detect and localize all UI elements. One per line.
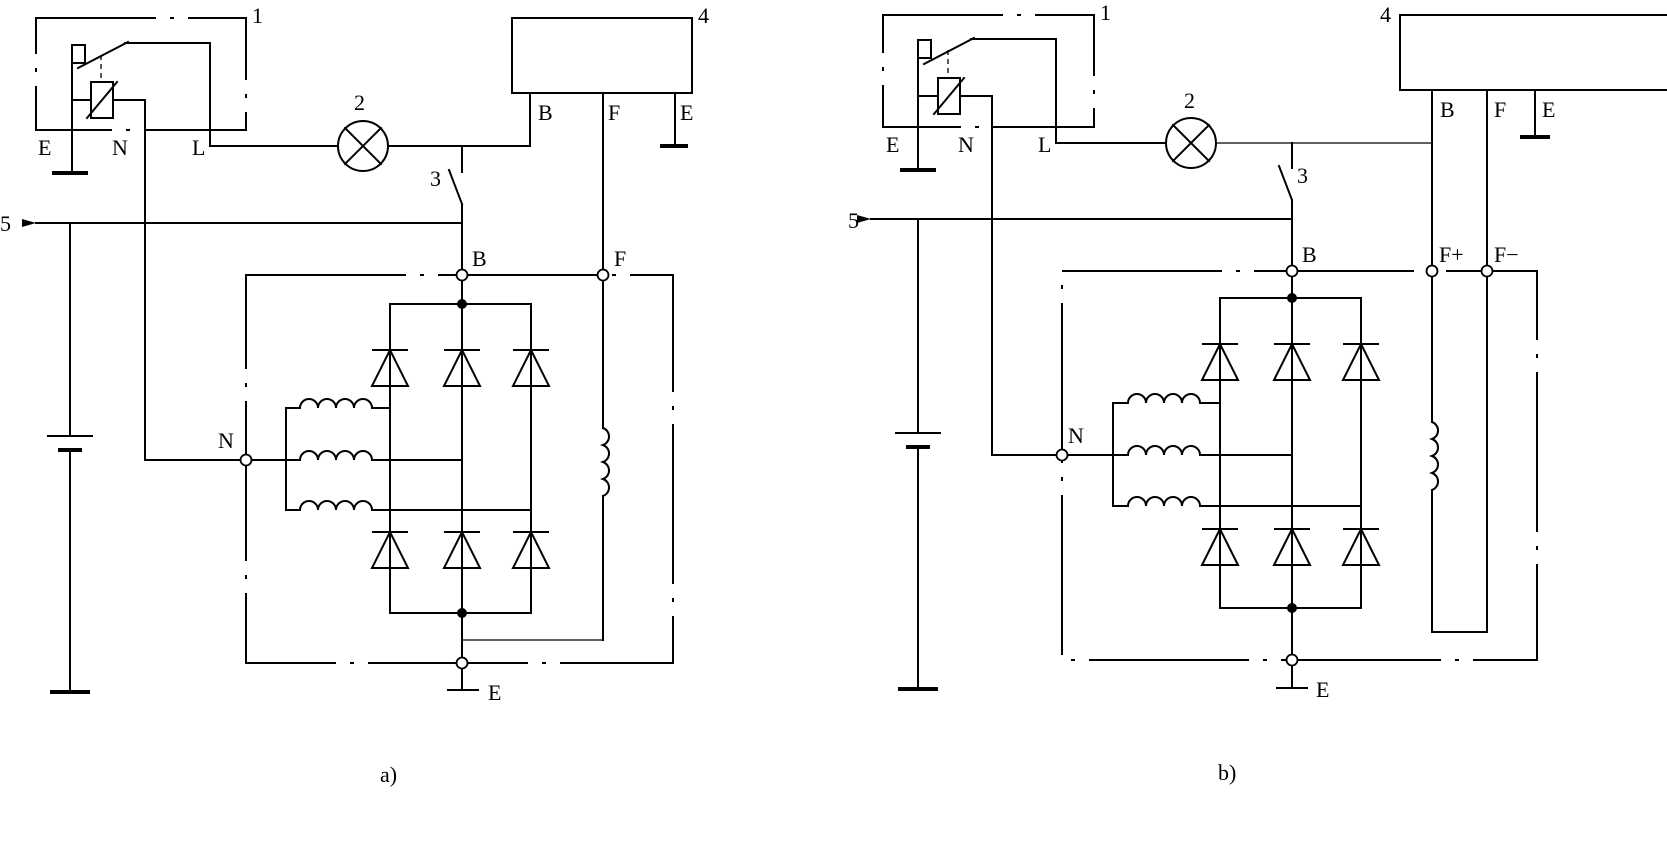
relay-e-label: E (38, 135, 51, 160)
stator-windings (245, 398, 532, 511)
relay-n-label: N (958, 132, 974, 157)
gen-n-label: N (218, 428, 234, 453)
relay-housing (882, 14, 1095, 128)
diagram-a: 1 2 3 4 5 E N L B F E B F N E a) (0, 3, 709, 787)
terminal-f (596, 268, 610, 282)
terminal-b (455, 268, 469, 282)
relay-1 (882, 14, 1095, 456)
relay-l-label: L (1038, 132, 1051, 157)
caption-b: b) (1218, 760, 1236, 785)
caption-a: a) (380, 762, 397, 787)
label-1: 1 (1100, 0, 1111, 25)
field-winding (1431, 421, 1440, 491)
reg-b-label: B (1440, 97, 1455, 122)
label-2: 2 (354, 90, 365, 115)
reg-b-label: B (538, 100, 553, 125)
gen-fminus-label: F− (1494, 242, 1519, 267)
relay-n-label: N (112, 135, 128, 160)
terminal-n (239, 453, 253, 467)
stator-windings (1061, 393, 1362, 507)
terminal-f-plus (1425, 264, 1439, 278)
reg-f-label: F (1494, 97, 1506, 122)
reg-e-label: E (1542, 97, 1555, 122)
terminal-n (1055, 448, 1069, 462)
gen-b-label: B (1302, 242, 1317, 267)
terminal-e (455, 656, 469, 670)
label-1: 1 (252, 3, 263, 28)
ignition-switch-3 (447, 168, 464, 206)
terminal-e (1285, 653, 1299, 667)
gen-n-label: N (1068, 423, 1084, 448)
relay-e-label: E (886, 132, 899, 157)
label-5: 5 (0, 211, 11, 236)
charge-lamp-2 (337, 120, 389, 172)
reg-f-label: F (608, 100, 620, 125)
label-2: 2 (1184, 88, 1195, 113)
label-3: 3 (1297, 163, 1308, 188)
relay-1 (35, 17, 247, 461)
relay-l-label: L (192, 135, 205, 160)
gen-e-label: E (488, 680, 501, 705)
diagram-b: 1 2 3 4 5 E N L B F E B F+ F− N E b) (848, 0, 1667, 785)
reg-e-label: E (680, 100, 693, 125)
charge-lamp-2 (1165, 117, 1217, 169)
battery (47, 222, 93, 694)
terminal-f-minus (1480, 264, 1494, 278)
battery (895, 218, 941, 691)
label-4: 4 (1380, 2, 1391, 27)
regulator-4 (1399, 14, 1667, 91)
gen-e-label: E (1316, 677, 1329, 702)
field-winding (602, 427, 611, 497)
generator-housing (1061, 270, 1538, 661)
label-5: 5 (848, 208, 859, 233)
relay-contact (922, 36, 976, 66)
relay-housing (35, 17, 247, 131)
label-4: 4 (698, 3, 709, 28)
regulator-4 (511, 17, 693, 94)
gen-b-label: B (472, 246, 487, 271)
label-3: 3 (430, 166, 441, 191)
terminal-b (1285, 264, 1299, 278)
gen-f-label: F (614, 246, 626, 271)
gen-fplus-label: F+ (1439, 242, 1464, 267)
ignition-switch-3 (1277, 164, 1294, 202)
relay-contact (76, 40, 130, 70)
